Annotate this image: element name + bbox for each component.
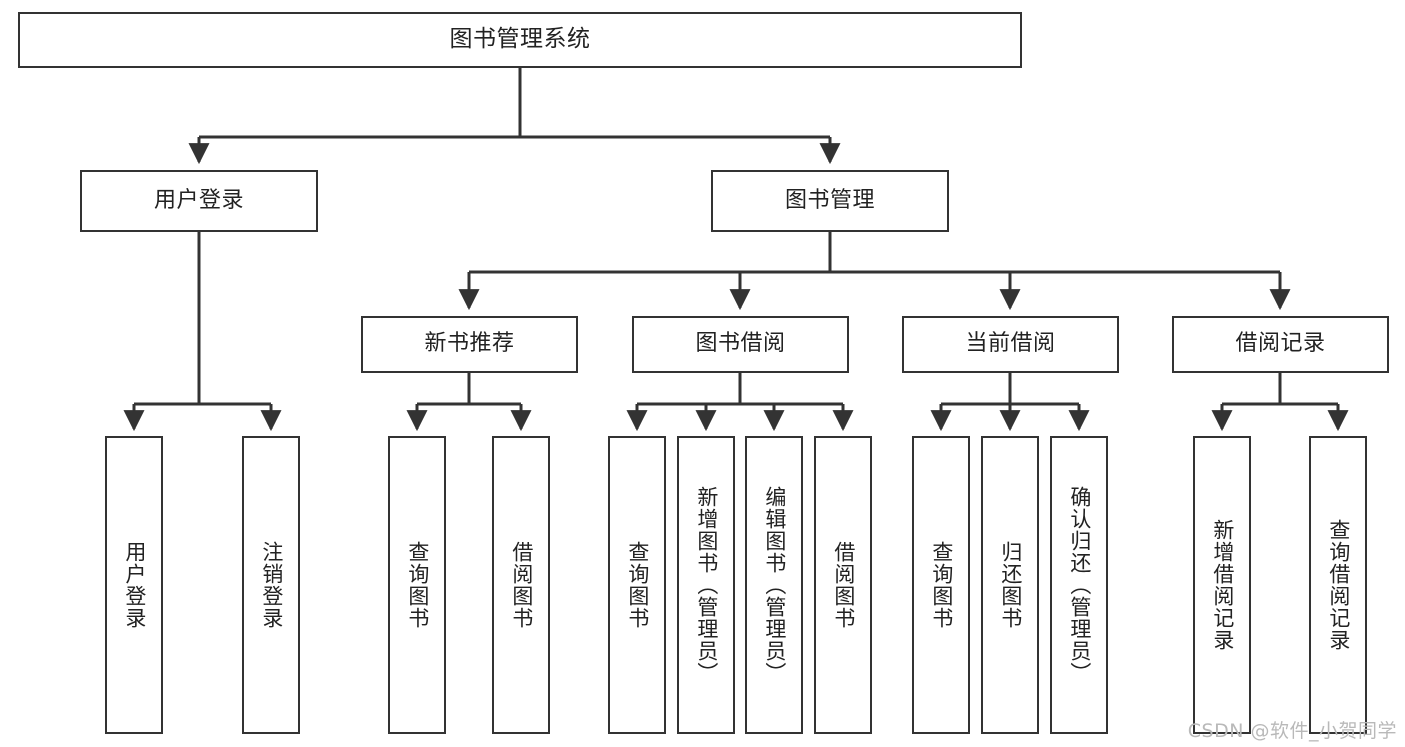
node-leaf-query-book-1-label: 查询图书 bbox=[405, 541, 430, 629]
node-book-borrow-label: 图书借阅 bbox=[695, 331, 786, 357]
node-leaf-confirm-return-label: 确认归还（管理员） bbox=[1067, 486, 1092, 684]
node-leaf-edit-book[interactable]: 编辑图书（管理员） bbox=[745, 436, 803, 734]
watermark-text: CSDN @软件_小贺同学 bbox=[1187, 720, 1397, 742]
node-borrow-record-label: 借阅记录 bbox=[1235, 331, 1326, 357]
node-leaf-query-book-2-label: 查询图书 bbox=[625, 541, 650, 629]
node-leaf-query-book-3[interactable]: 查询图书 bbox=[912, 436, 970, 734]
node-user-login[interactable]: 用户登录 bbox=[80, 170, 318, 232]
node-leaf-user-logout[interactable]: 注销登录 bbox=[242, 436, 300, 734]
node-leaf-borrow-book-1[interactable]: 借阅图书 bbox=[492, 436, 550, 734]
node-new-book-recommend[interactable]: 新书推荐 bbox=[361, 316, 578, 373]
node-leaf-add-book[interactable]: 新增图书（管理员） bbox=[677, 436, 735, 734]
node-leaf-edit-book-label: 编辑图书（管理员） bbox=[762, 486, 787, 684]
node-book-borrow[interactable]: 图书借阅 bbox=[632, 316, 849, 373]
node-leaf-add-record[interactable]: 新增借阅记录 bbox=[1193, 436, 1251, 734]
node-leaf-query-book-1[interactable]: 查询图书 bbox=[388, 436, 446, 734]
node-current-borrow-label: 当前借阅 bbox=[965, 331, 1056, 357]
node-leaf-return-book-label: 归还图书 bbox=[998, 541, 1023, 629]
node-root-label: 图书管理系统 bbox=[449, 26, 591, 53]
node-leaf-query-book-2[interactable]: 查询图书 bbox=[608, 436, 666, 734]
node-leaf-return-book[interactable]: 归还图书 bbox=[981, 436, 1039, 734]
node-leaf-user-login[interactable]: 用户登录 bbox=[105, 436, 163, 734]
node-user-login-label: 用户登录 bbox=[153, 187, 244, 213]
node-leaf-add-record-label: 新增借阅记录 bbox=[1210, 519, 1235, 651]
node-leaf-confirm-return[interactable]: 确认归还（管理员） bbox=[1050, 436, 1108, 734]
node-new-book-recommend-label: 新书推荐 bbox=[424, 331, 515, 357]
node-leaf-borrow-book-2-label: 借阅图书 bbox=[831, 541, 856, 629]
node-book-management-label: 图书管理 bbox=[784, 187, 875, 213]
node-leaf-user-logout-label: 注销登录 bbox=[259, 541, 284, 629]
node-leaf-query-record-label: 查询借阅记录 bbox=[1326, 519, 1351, 651]
node-leaf-user-login-label: 用户登录 bbox=[122, 541, 147, 629]
node-current-borrow[interactable]: 当前借阅 bbox=[902, 316, 1119, 373]
node-book-management[interactable]: 图书管理 bbox=[711, 170, 949, 232]
node-leaf-borrow-book-1-label: 借阅图书 bbox=[509, 541, 534, 629]
node-leaf-add-book-label: 新增图书（管理员） bbox=[694, 486, 719, 684]
node-root[interactable]: 图书管理系统 bbox=[18, 12, 1022, 68]
node-leaf-borrow-book-2[interactable]: 借阅图书 bbox=[814, 436, 872, 734]
node-leaf-query-book-3-label: 查询图书 bbox=[929, 541, 954, 629]
node-borrow-record[interactable]: 借阅记录 bbox=[1172, 316, 1389, 373]
node-leaf-query-record[interactable]: 查询借阅记录 bbox=[1309, 436, 1367, 734]
